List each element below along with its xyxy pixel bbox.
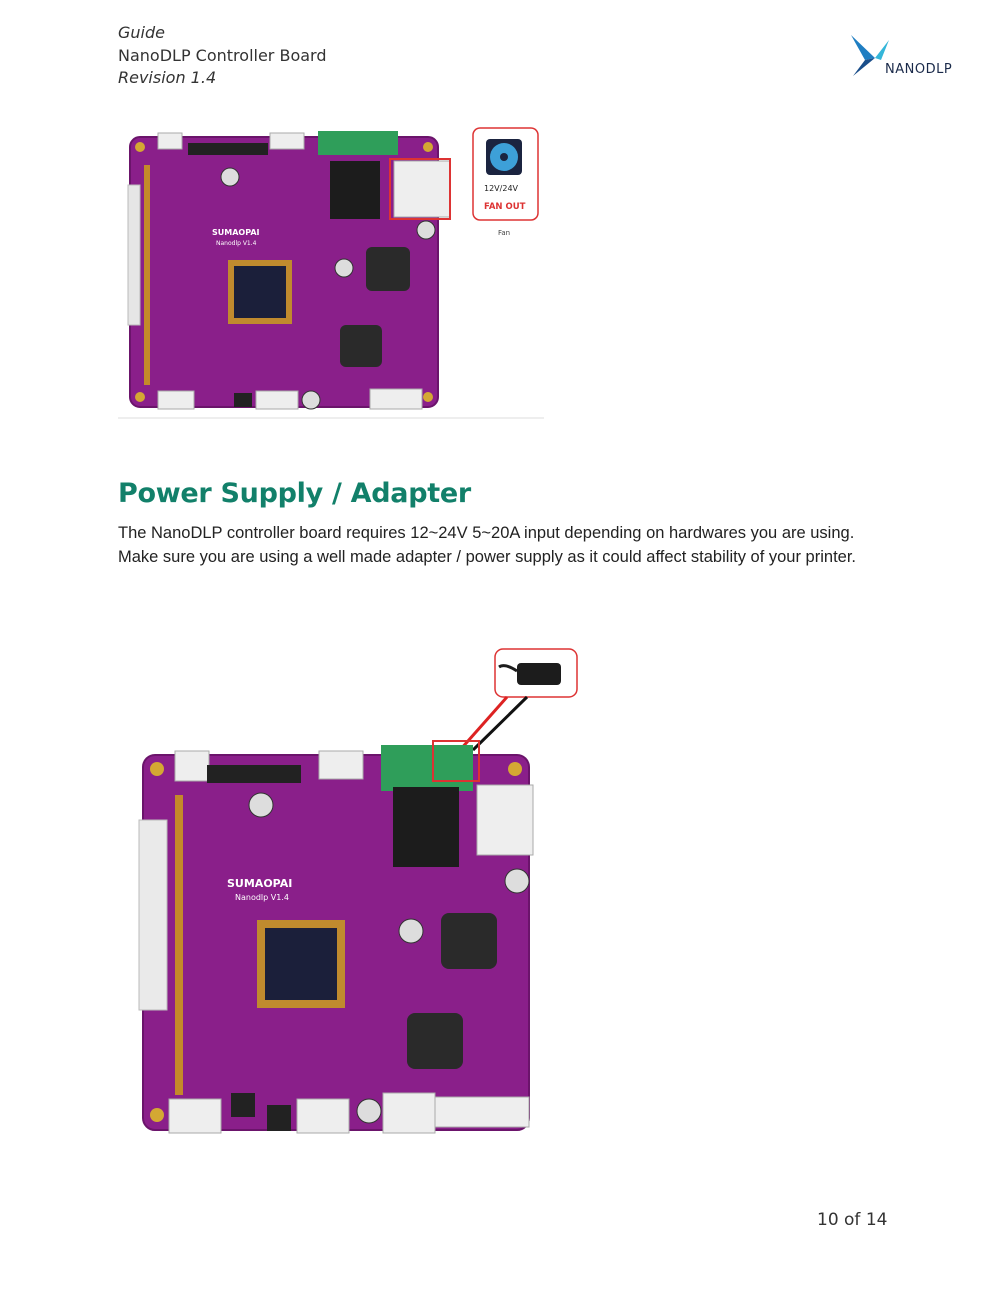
logo-text: NANODLP xyxy=(885,62,953,77)
fan-out-label: FAN OUT xyxy=(484,202,526,212)
section-paragraph: The NanoDLP controller board requires 12… xyxy=(118,524,856,566)
figure-power-adapter: SUMAOPAI Nanodlp V1.4 xyxy=(135,645,585,1140)
header-revision: Revision 1.4 xyxy=(118,68,217,87)
figure-fan-out: SUMAOPAI Nanodlp V1.4 12V/24V FAN OUT Fa… xyxy=(118,125,548,420)
document-header: Guide NanoDLP Controller Board Revision … xyxy=(118,22,326,90)
nanodlp-logo xyxy=(845,30,965,80)
board1-model: Nanodlp V1.4 xyxy=(216,240,257,247)
page-number: 10 of 14 xyxy=(817,1210,888,1230)
board1-brand: SUMAOPAI xyxy=(212,228,260,237)
bird-logo-icon xyxy=(851,35,889,76)
header-title: NanoDLP Controller Board xyxy=(118,45,327,65)
header-guide: Guide xyxy=(118,23,165,42)
section-title: Power Supply / Adapter xyxy=(118,478,471,509)
board2-brand: SUMAOPAI xyxy=(227,877,292,890)
fan-caption: Fan xyxy=(498,229,510,237)
fan-voltage-label: 12V/24V xyxy=(484,184,519,193)
controller-board-image-1: SUMAOPAI Nanodlp V1.4 12V/24V FAN OUT Fa… xyxy=(118,127,544,419)
board2-model: Nanodlp V1.4 xyxy=(235,893,289,902)
controller-board-image-2: SUMAOPAI Nanodlp V1.4 xyxy=(138,648,578,1134)
